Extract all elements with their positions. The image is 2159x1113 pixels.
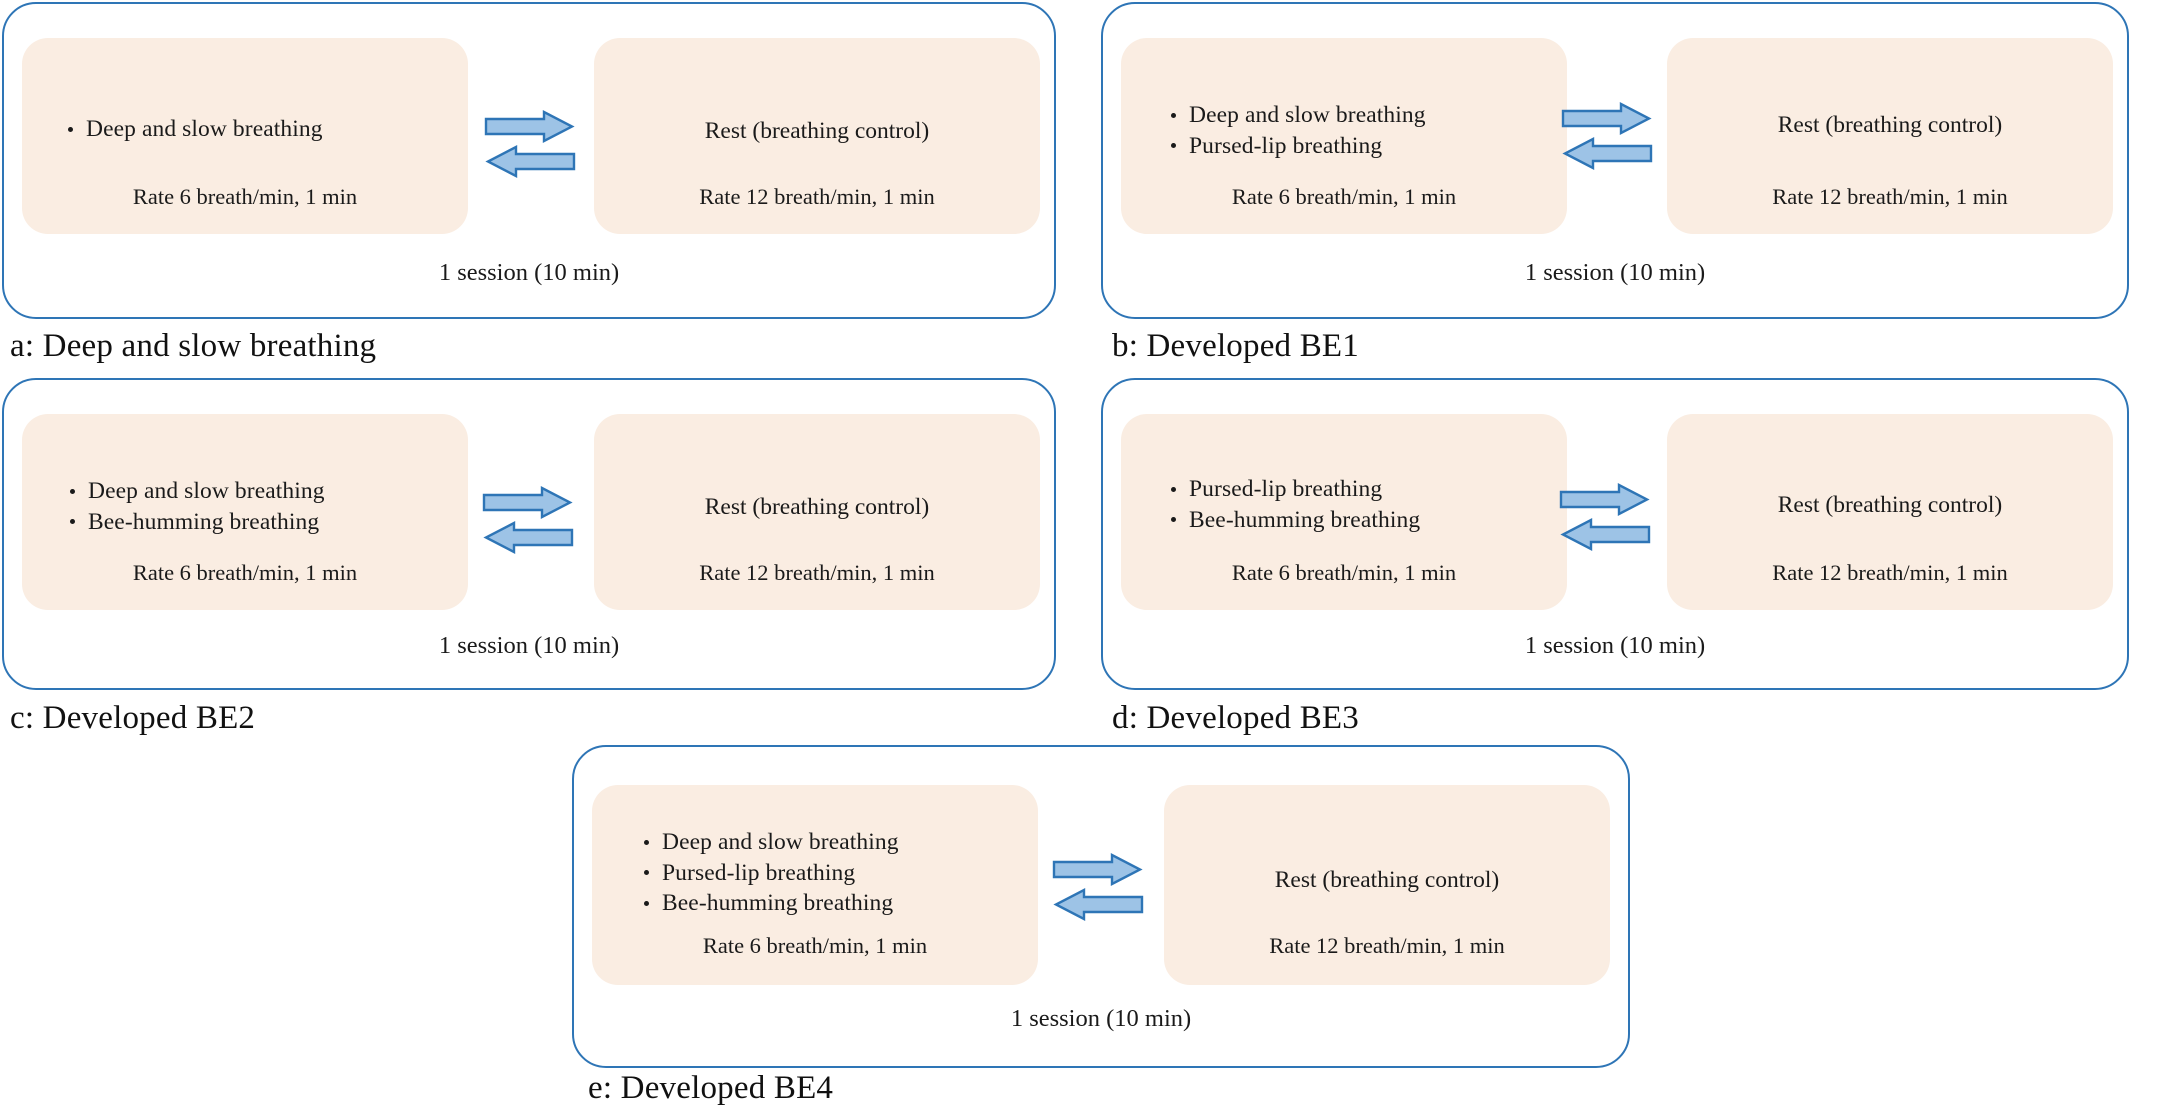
panel-e-exchange-arrows bbox=[1052, 852, 1144, 922]
panel-c-session-label: 1 session (10 min) bbox=[438, 632, 620, 659]
panel-e-rate-right: Rate 12 breath/min, 1 min bbox=[1269, 933, 1505, 958]
arrow-right-icon bbox=[484, 110, 575, 143]
panel-a-rest-card: Rest (breathing control) Rate 12 breath/… bbox=[594, 38, 1040, 234]
panel-e-rest-label: Rest (breathing control) bbox=[1274, 867, 1500, 893]
panel-c-rest-card: Rest (breathing control) Rate 12 breath/… bbox=[594, 414, 1040, 610]
panel-b-bullet-item: Pursed-lip breathing bbox=[1167, 131, 1567, 162]
panel-c-exchange-arrows bbox=[482, 485, 574, 555]
panel-b-caption: b: Developed BE1 bbox=[1112, 328, 1359, 364]
panel-d-rate-right: Rate 12 breath/min, 1 min bbox=[1772, 560, 2008, 585]
panel-a-intervention-card: Deep and slow breathing Rate 6 breath/mi… bbox=[22, 38, 468, 234]
panel-e-caption: e: Developed BE4 bbox=[588, 1070, 834, 1106]
panel-e-bullet-item: Deep and slow breathing bbox=[640, 827, 1038, 858]
arrow-right-icon bbox=[1559, 483, 1650, 516]
panel-d-rate-left: Rate 6 breath/min, 1 min bbox=[1231, 560, 1457, 585]
panel-a-caption: a: Deep and slow breathing bbox=[10, 328, 377, 364]
arrow-left-icon bbox=[483, 521, 574, 554]
panel-a-deep-and-slow-breathing: Deep and slow breathing Rate 6 breath/mi… bbox=[2, 2, 1056, 319]
panel-a-content: Deep and slow breathing Rate 6 breath/mi… bbox=[4, 4, 1054, 317]
panel-a-bullet-list: Deep and slow breathing bbox=[22, 114, 468, 145]
panel-a-bullet-item: Deep and slow breathing bbox=[64, 114, 468, 145]
panel-e-bullet-item: Bee-humming breathing bbox=[640, 888, 1038, 919]
panel-c-caption: c: Developed BE2 bbox=[10, 700, 256, 736]
panel-a-session-label: 1 session (10 min) bbox=[438, 259, 620, 286]
panel-d-rest-label: Rest (breathing control) bbox=[1777, 492, 2003, 518]
panel-c-bullet-item: Deep and slow breathing bbox=[66, 476, 468, 507]
panel-e-bullet-item: Pursed-lip breathing bbox=[640, 858, 1038, 889]
panel-a-rate-left: Rate 6 breath/min, 1 min bbox=[132, 184, 358, 209]
panel-b-rest-label: Rest (breathing control) bbox=[1777, 112, 2003, 138]
panel-d-bullet-item: Bee-humming breathing bbox=[1167, 505, 1567, 536]
panel-d-bullet-item: Pursed-lip breathing bbox=[1167, 474, 1567, 505]
panel-d-exchange-arrows bbox=[1559, 482, 1651, 552]
panel-a-exchange-arrows bbox=[484, 109, 576, 179]
panel-c-bullet-item: Bee-humming breathing bbox=[66, 507, 468, 538]
arrow-right-icon bbox=[482, 486, 573, 519]
arrow-left-icon bbox=[1053, 888, 1144, 921]
panel-d-rest-card: Rest (breathing control) Rate 12 breath/… bbox=[1667, 414, 2113, 610]
panel-b-bullet-item: Deep and slow breathing bbox=[1167, 100, 1567, 131]
panel-b-rate-left: Rate 6 breath/min, 1 min bbox=[1231, 184, 1457, 209]
panel-b-rate-right: Rate 12 breath/min, 1 min bbox=[1772, 184, 2008, 209]
panel-b-exchange-arrows bbox=[1561, 101, 1653, 171]
panel-e-rate-left: Rate 6 breath/min, 1 min bbox=[702, 933, 928, 958]
arrow-left-icon bbox=[485, 145, 576, 178]
panel-d-caption: d: Developed BE3 bbox=[1112, 700, 1359, 736]
panel-e-session-label: 1 session (10 min) bbox=[1010, 1005, 1192, 1032]
panel-c-rest-label: Rest (breathing control) bbox=[704, 494, 930, 520]
panel-a-rate-right: Rate 12 breath/min, 1 min bbox=[699, 184, 935, 209]
panel-c-rate-left: Rate 6 breath/min, 1 min bbox=[132, 560, 358, 585]
panel-a-rest-label: Rest (breathing control) bbox=[704, 118, 930, 144]
arrow-right-icon bbox=[1561, 102, 1652, 135]
arrow-left-icon bbox=[1562, 137, 1653, 170]
panel-b-session-label: 1 session (10 min) bbox=[1524, 259, 1706, 286]
panel-d-session-label: 1 session (10 min) bbox=[1524, 632, 1706, 659]
panel-b-rest-card: Rest (breathing control) Rate 12 breath/… bbox=[1667, 38, 2113, 234]
arrow-left-icon bbox=[1560, 518, 1651, 551]
arrow-right-icon bbox=[1052, 853, 1143, 886]
panel-e-rest-card: Rest (breathing control) Rate 12 breath/… bbox=[1164, 785, 1610, 985]
panel-c-rate-right: Rate 12 breath/min, 1 min bbox=[699, 560, 935, 585]
